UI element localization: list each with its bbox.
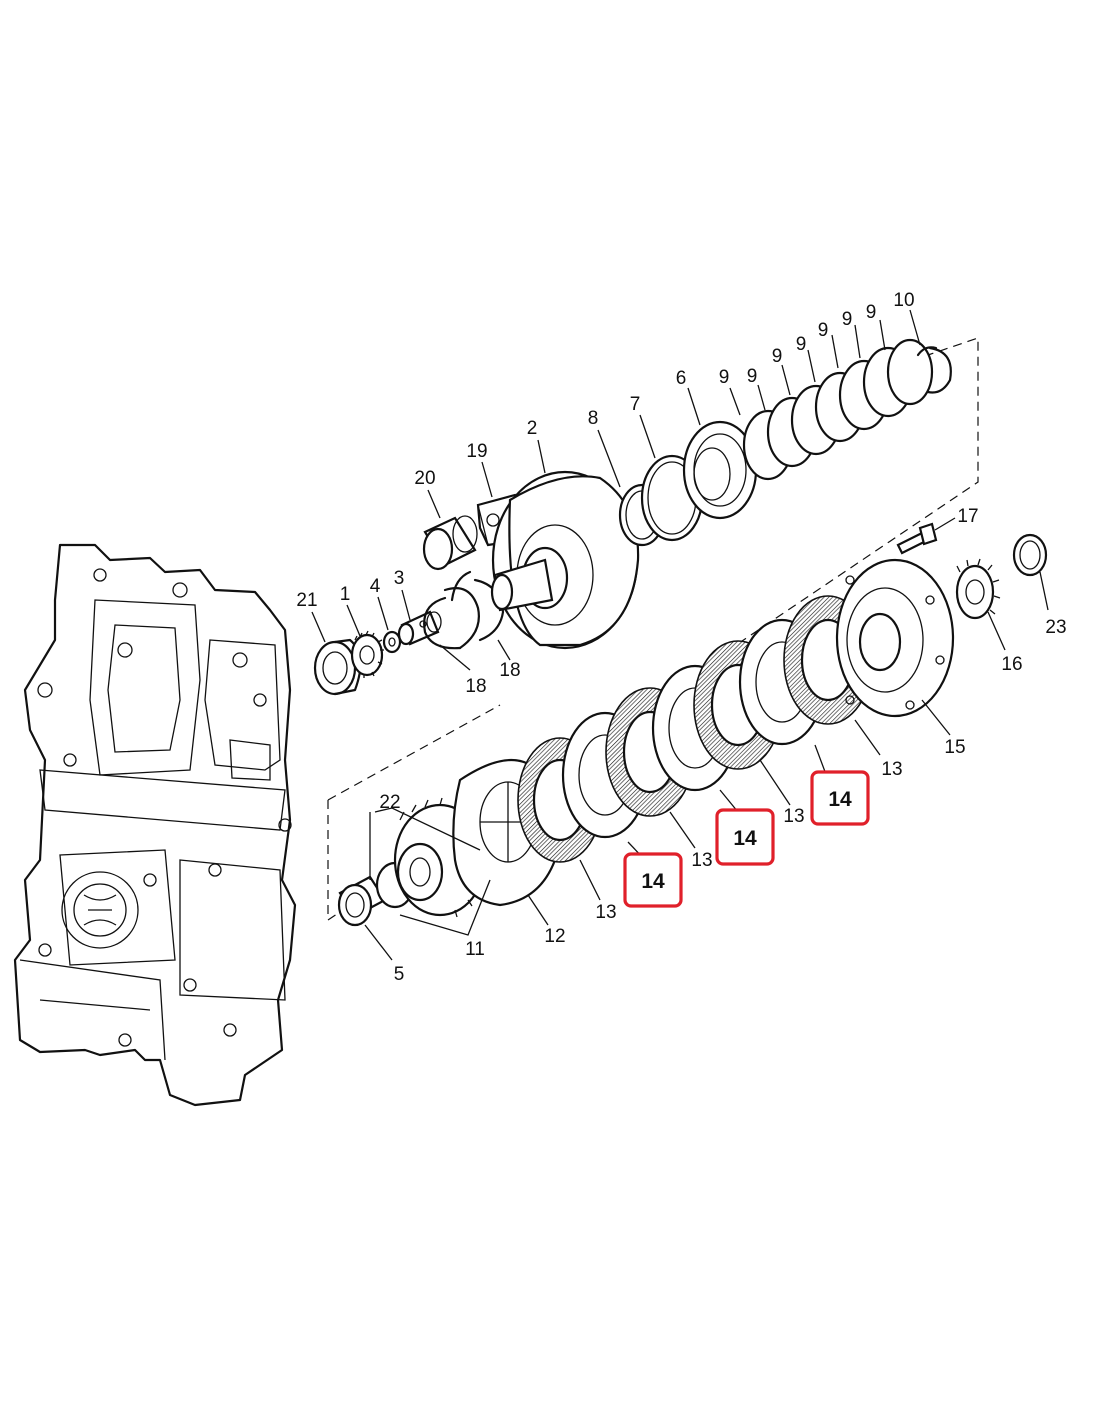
callout-3: 3	[394, 568, 405, 589]
highlight-box-3[interactable]: 14	[810, 770, 870, 826]
friction-discs	[517, 595, 873, 863]
part-1-gear	[350, 630, 384, 678]
callout-8: 8	[588, 408, 599, 429]
part-16-gear	[955, 558, 1001, 620]
callout-5: 5	[394, 964, 405, 985]
callout-9: 9	[818, 320, 829, 341]
callout-16: 16	[1001, 654, 1022, 675]
callout-7: 7	[630, 394, 641, 415]
leader-lines	[311, 309, 1049, 961]
part-9-springs	[742, 338, 934, 481]
callout-13: 13	[595, 902, 616, 923]
part-20-sleeve	[422, 515, 478, 571]
callout-9: 9	[842, 309, 853, 330]
callout-13: 13	[783, 806, 804, 827]
upper-assembly	[313, 338, 952, 696]
callout-6: 6	[676, 368, 687, 389]
callout-14-highlight: 14	[828, 788, 852, 811]
part-3-shaft	[397, 610, 442, 646]
callout-14-highlight: 14	[733, 827, 757, 850]
callout-13: 13	[691, 850, 712, 871]
callout-19: 19	[466, 441, 487, 462]
callout-22: 22	[379, 792, 400, 813]
part-6-piston	[682, 420, 758, 520]
callout-18: 18	[465, 676, 486, 697]
callout-18: 18	[499, 660, 520, 681]
callout-10: 10	[893, 290, 914, 311]
callout-2: 2	[527, 418, 538, 439]
callout-12: 12	[544, 926, 565, 947]
callout-11: 11	[465, 939, 485, 960]
callout-15: 15	[944, 737, 965, 758]
callout-labels: 10 9 9 9 9 9 9 9 6 7 8 2 19 20 17 23 16 …	[296, 290, 1066, 985]
part-15-housing	[835, 558, 955, 718]
callout-9: 9	[719, 367, 730, 388]
callout-13: 13	[881, 759, 902, 780]
callout-20: 20	[414, 468, 435, 489]
highlighted-callouts: 14 14 14	[623, 770, 870, 908]
callout-14-highlight: 14	[641, 870, 665, 893]
callout-21: 21	[296, 590, 317, 611]
callout-9: 9	[772, 346, 783, 367]
part-18-rings	[423, 570, 505, 650]
callout-4: 4	[370, 576, 381, 597]
part-2-drum	[490, 470, 640, 650]
part-23-seal	[1012, 533, 1048, 577]
part-10-snap-ring	[916, 346, 952, 394]
part-4-nut	[382, 630, 402, 654]
callout-9: 9	[747, 366, 758, 387]
callout-23: 23	[1045, 617, 1066, 638]
highlight-box-2[interactable]: 14	[715, 808, 775, 866]
callout-9: 9	[796, 334, 807, 355]
part-17-bolt	[896, 522, 938, 555]
highlight-box-1[interactable]: 14	[623, 852, 683, 908]
part-5-bushing	[337, 875, 387, 927]
callout-1: 1	[340, 584, 351, 605]
transmission-housing	[13, 543, 297, 1107]
lower-assembly	[337, 522, 1048, 927]
callout-17: 17	[957, 506, 978, 527]
callout-9: 9	[866, 302, 877, 323]
assembly-boundary	[327, 337, 979, 922]
